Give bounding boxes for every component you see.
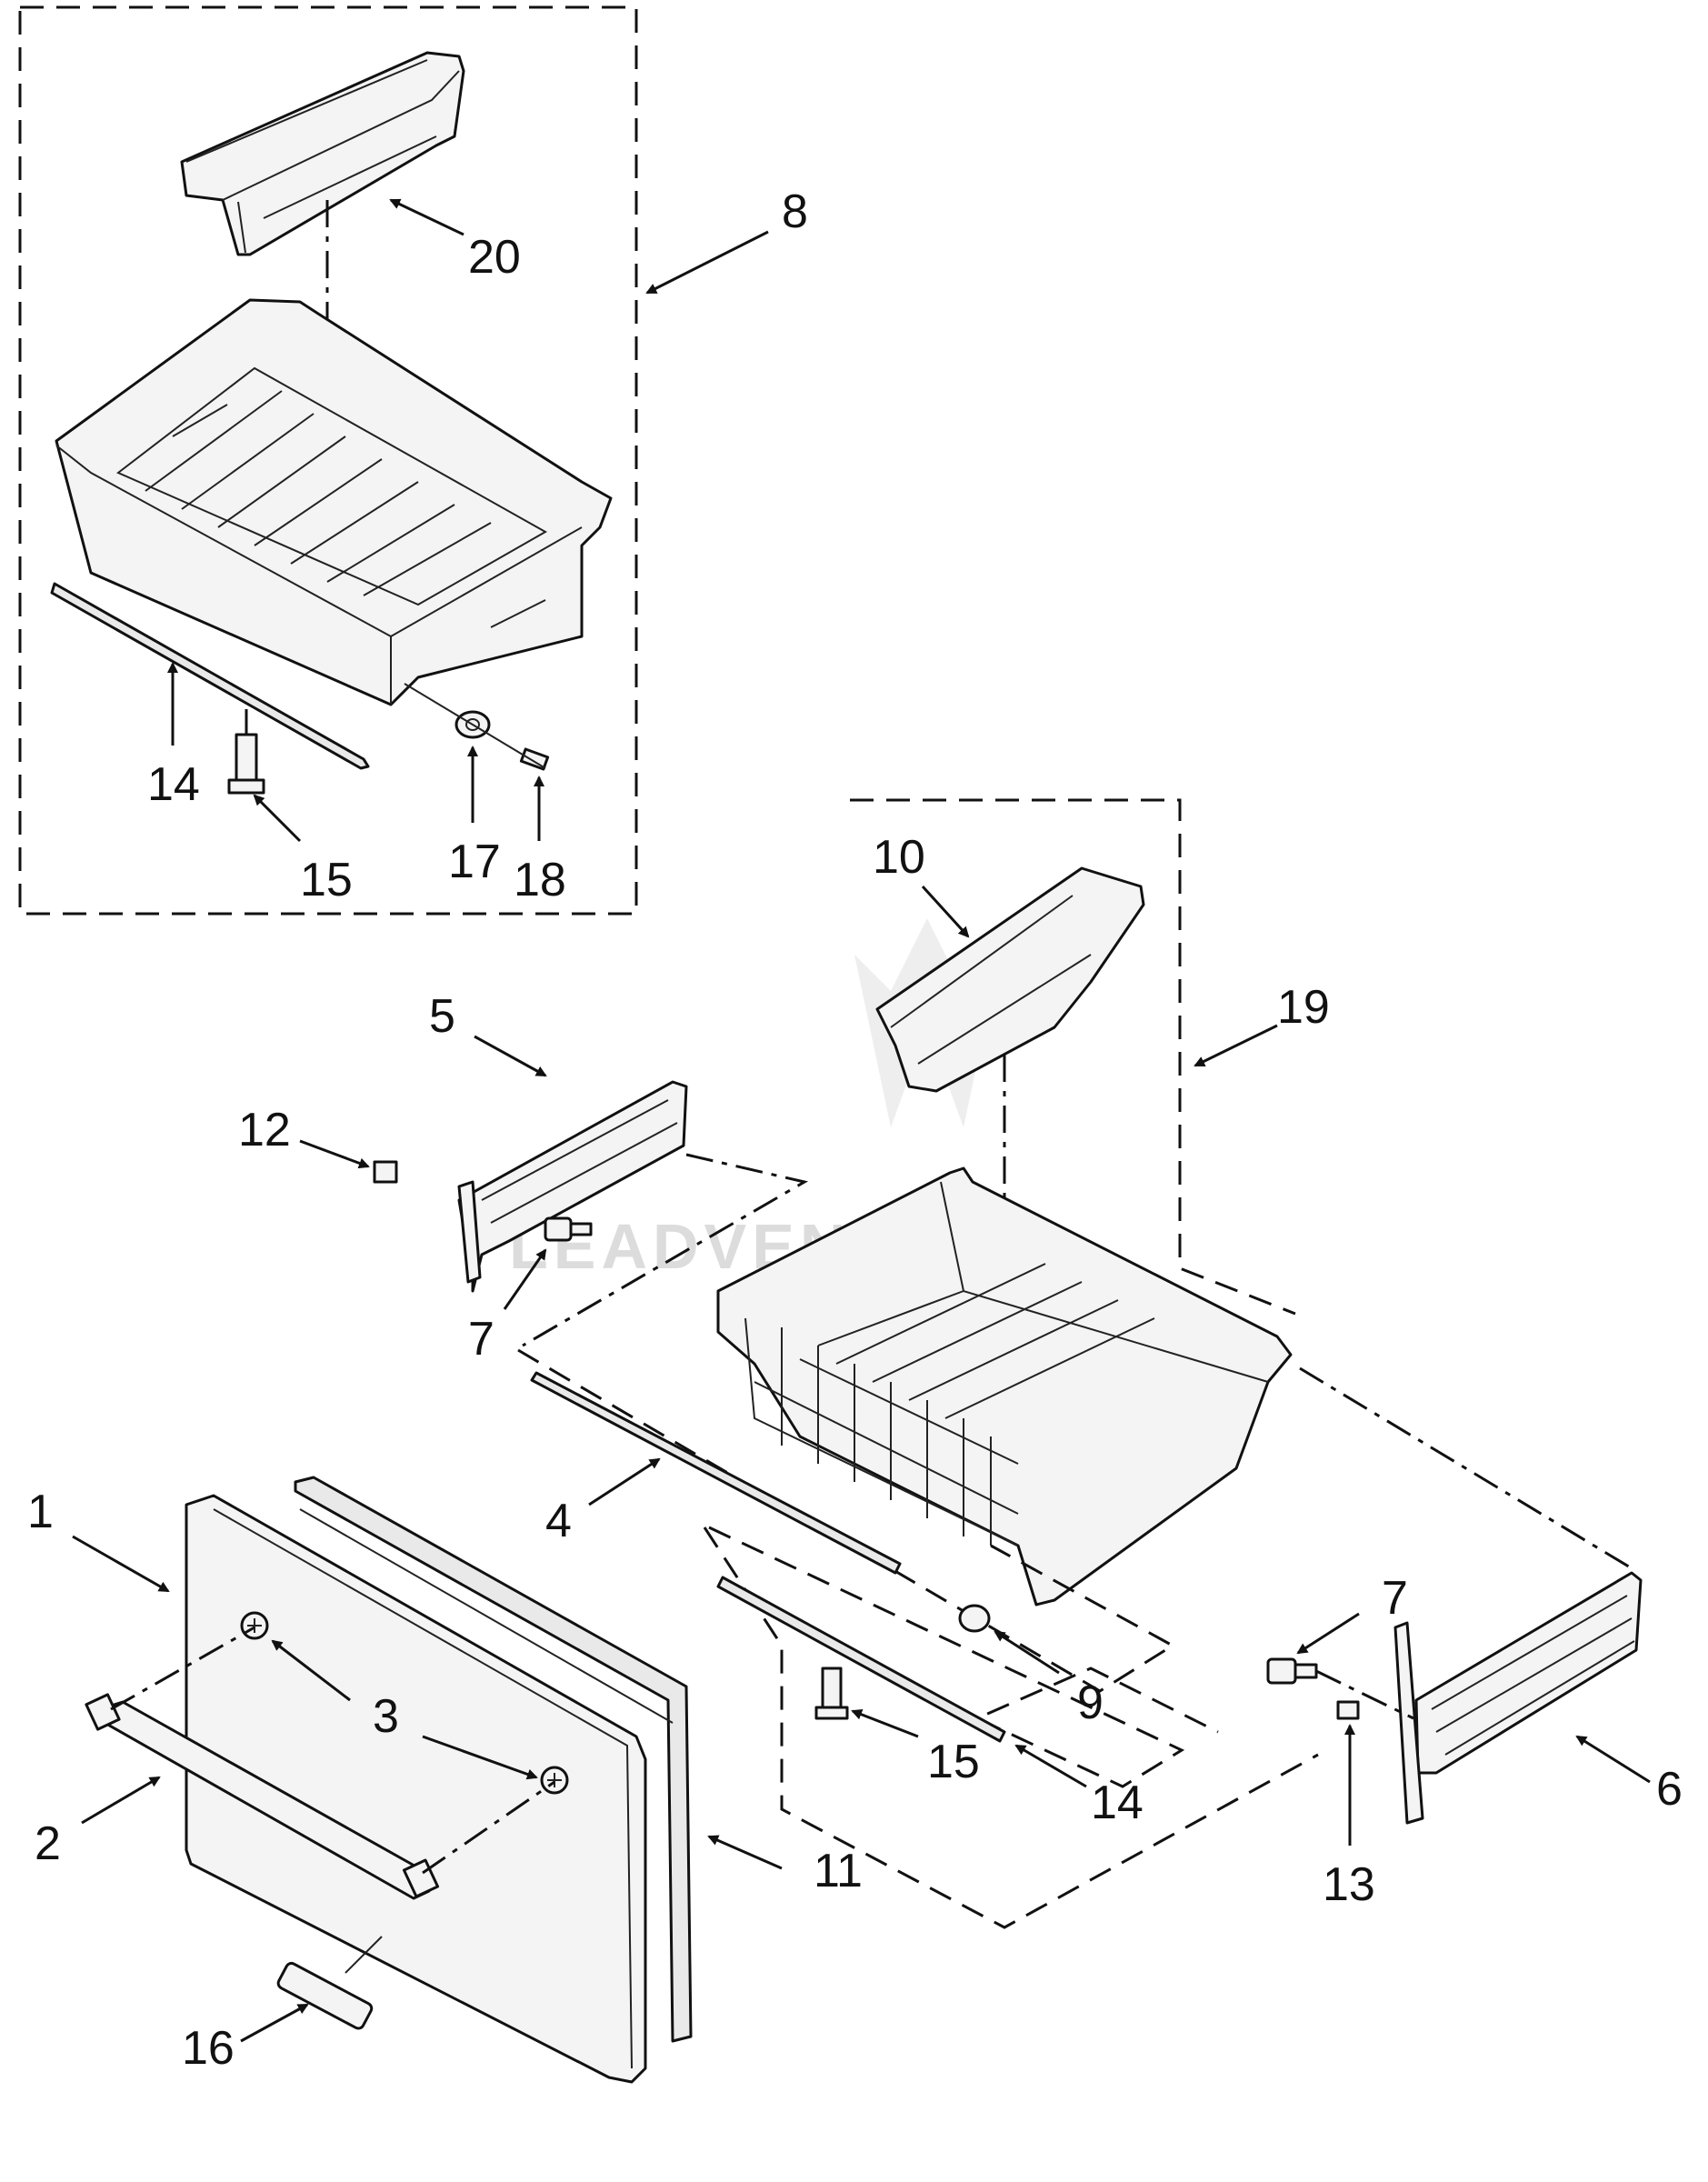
- callout-14-lower: 14: [1091, 1777, 1144, 1829]
- arrow-6: [1575, 1735, 1651, 1784]
- door-screw-3-upper: [240, 1611, 269, 1640]
- screw-15-upper: [227, 733, 265, 795]
- screw-7-right: [1266, 1657, 1318, 1685]
- arrow-9: [994, 1630, 1060, 1675]
- arrow-12: [299, 1139, 370, 1169]
- callout-14-upper: 14: [147, 758, 200, 811]
- callout-20: 20: [468, 231, 521, 284]
- callout-11: 11: [814, 1845, 863, 1897]
- assembly-8-boundary: [18, 5, 638, 916]
- gasket-11: [294, 1476, 693, 2043]
- drawer-bottom-boundary: [703, 1526, 1319, 1929]
- pin-18: [519, 747, 550, 771]
- rail-6-guide: [1299, 1366, 1633, 1570]
- arrow-5: [474, 1035, 547, 1077]
- arrow-20: [389, 198, 464, 236]
- arrow-10: [921, 885, 970, 938]
- badge-16: [276, 1961, 374, 2030]
- rail-strip-14-upper: [50, 582, 370, 770]
- arrow-19: [1194, 1024, 1278, 1067]
- callout-7-right: 7: [1382, 1572, 1408, 1625]
- crisper-drawer: [716, 1166, 1293, 1606]
- callout-3: 3: [373, 1690, 399, 1743]
- arrow-7-left: [503, 1248, 547, 1310]
- arrow-14-lower: [1014, 1744, 1087, 1788]
- screw-7-right-axis: [1315, 1669, 1414, 1720]
- axis-17-18: [404, 683, 546, 769]
- callout-1: 1: [27, 1486, 54, 1538]
- arrow-3-lower: [422, 1735, 538, 1780]
- callout-12: 12: [238, 1104, 291, 1156]
- arrow-11: [707, 1835, 783, 1870]
- callout-9: 9: [1077, 1677, 1104, 1729]
- arrow-16: [240, 2003, 309, 2043]
- door-screw-3-lower: [540, 1766, 569, 1795]
- handle-2-mount-guide-lower: [422, 1780, 555, 1875]
- callout-10: 10: [873, 831, 925, 884]
- arrow-8: [645, 230, 769, 295]
- callout-18: 18: [514, 854, 566, 906]
- arrow-1: [72, 1535, 170, 1593]
- arrow-15-lower: [851, 1709, 919, 1738]
- arrow-15-upper: [253, 794, 302, 843]
- callout-5: 5: [429, 990, 455, 1043]
- screw-15-lower: [814, 1667, 849, 1720]
- callout-8: 8: [782, 185, 808, 238]
- callout-17: 17: [448, 836, 501, 888]
- arrow-3-upper: [271, 1639, 351, 1702]
- rail-strip-4: [530, 1371, 902, 1575]
- rail-strip-14-lower: [716, 1576, 1006, 1743]
- clip-13: [1336, 1700, 1360, 1720]
- badge-16-guide: [345, 1936, 383, 1974]
- callout-2: 2: [35, 1817, 61, 1870]
- rail-5-guide: [522, 1153, 809, 1347]
- leader-arrows: [72, 198, 1651, 2043]
- callout-19: 19: [1277, 981, 1330, 1034]
- arrow-4: [588, 1457, 661, 1506]
- door-panel-1: [185, 1494, 647, 2084]
- arrow-2: [81, 1776, 161, 1825]
- small-bin-10: [875, 866, 1145, 1093]
- arrow-7-right: [1296, 1612, 1360, 1655]
- callout-7-left: 7: [468, 1313, 494, 1366]
- callout-4: 4: [545, 1495, 572, 1547]
- slide-rail-6: [1393, 1571, 1643, 1825]
- bumper-9: [958, 1604, 991, 1633]
- small-bin-20: [180, 51, 465, 256]
- large-basket: [55, 298, 613, 706]
- callout-13: 13: [1323, 1858, 1375, 1911]
- callout-labels: 8 20 14 15 17 18 10 19 5 12 7 4 9 15 14 …: [27, 185, 1683, 2075]
- screw-7-left: [544, 1216, 593, 1242]
- assembly-19-boundary: [850, 798, 1296, 1316]
- clip-12: [373, 1160, 398, 1184]
- callout-15-lower: 15: [927, 1736, 980, 1788]
- lower-dashed-boundary: [708, 1526, 1219, 1788]
- callout-6: 6: [1656, 1763, 1683, 1816]
- slide-rail-5: [457, 1080, 688, 1293]
- callout-15-upper: 15: [300, 854, 353, 906]
- callout-16: 16: [182, 2022, 235, 2075]
